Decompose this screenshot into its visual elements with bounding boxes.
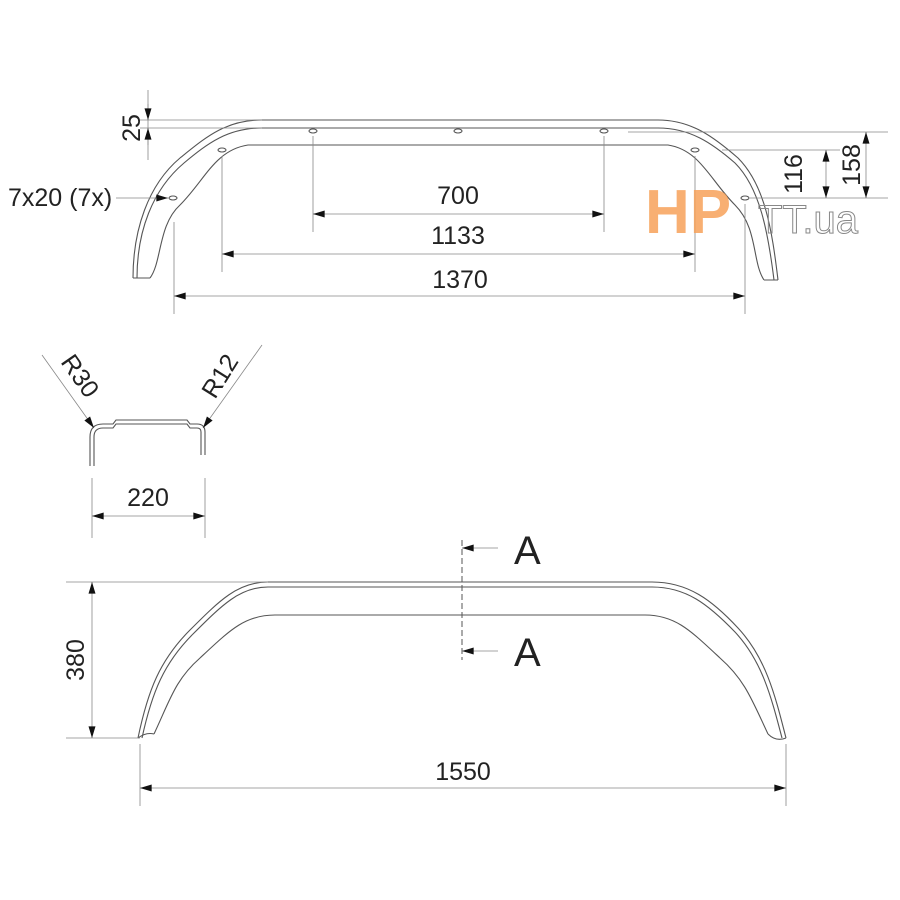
top-view: 25 7x20 (7x) 700 1133 1370 116 158 [8,90,888,314]
radius-r12-label: R12 [196,349,244,403]
section-profile [89,419,206,466]
dim-700-label: 700 [437,182,479,210]
dim-158-label: 158 [838,144,866,186]
section-mark-top: A [514,529,541,573]
side-outer-edge [137,581,787,739]
side-view: A A 380 1550 [62,529,787,806]
logo-tt-ua: TT.ua [758,198,859,242]
dim-25-label: 25 [118,114,146,142]
section-mark-bottom: A [514,631,541,675]
mounting-holes [168,128,750,201]
dim-380-label: 380 [62,639,90,681]
cross-section: R30 R12 220 [41,344,263,538]
side-inner-edge [153,614,769,735]
radius-r30-label: R30 [55,349,104,403]
fender-inner-edge [149,144,765,281]
dim-1133-label: 1133 [431,222,485,250]
dim-116-label: 116 [780,154,808,194]
holes-label: 7x20 (7x) [8,184,112,212]
dim-1370-label: 1370 [432,266,488,294]
dim-1550-label: 1550 [435,758,491,786]
fender-outer-edge [132,119,779,281]
logo-hp: HP [645,178,731,247]
dim-220-label: 220 [127,484,169,512]
logo: HP TT.ua [645,178,859,247]
